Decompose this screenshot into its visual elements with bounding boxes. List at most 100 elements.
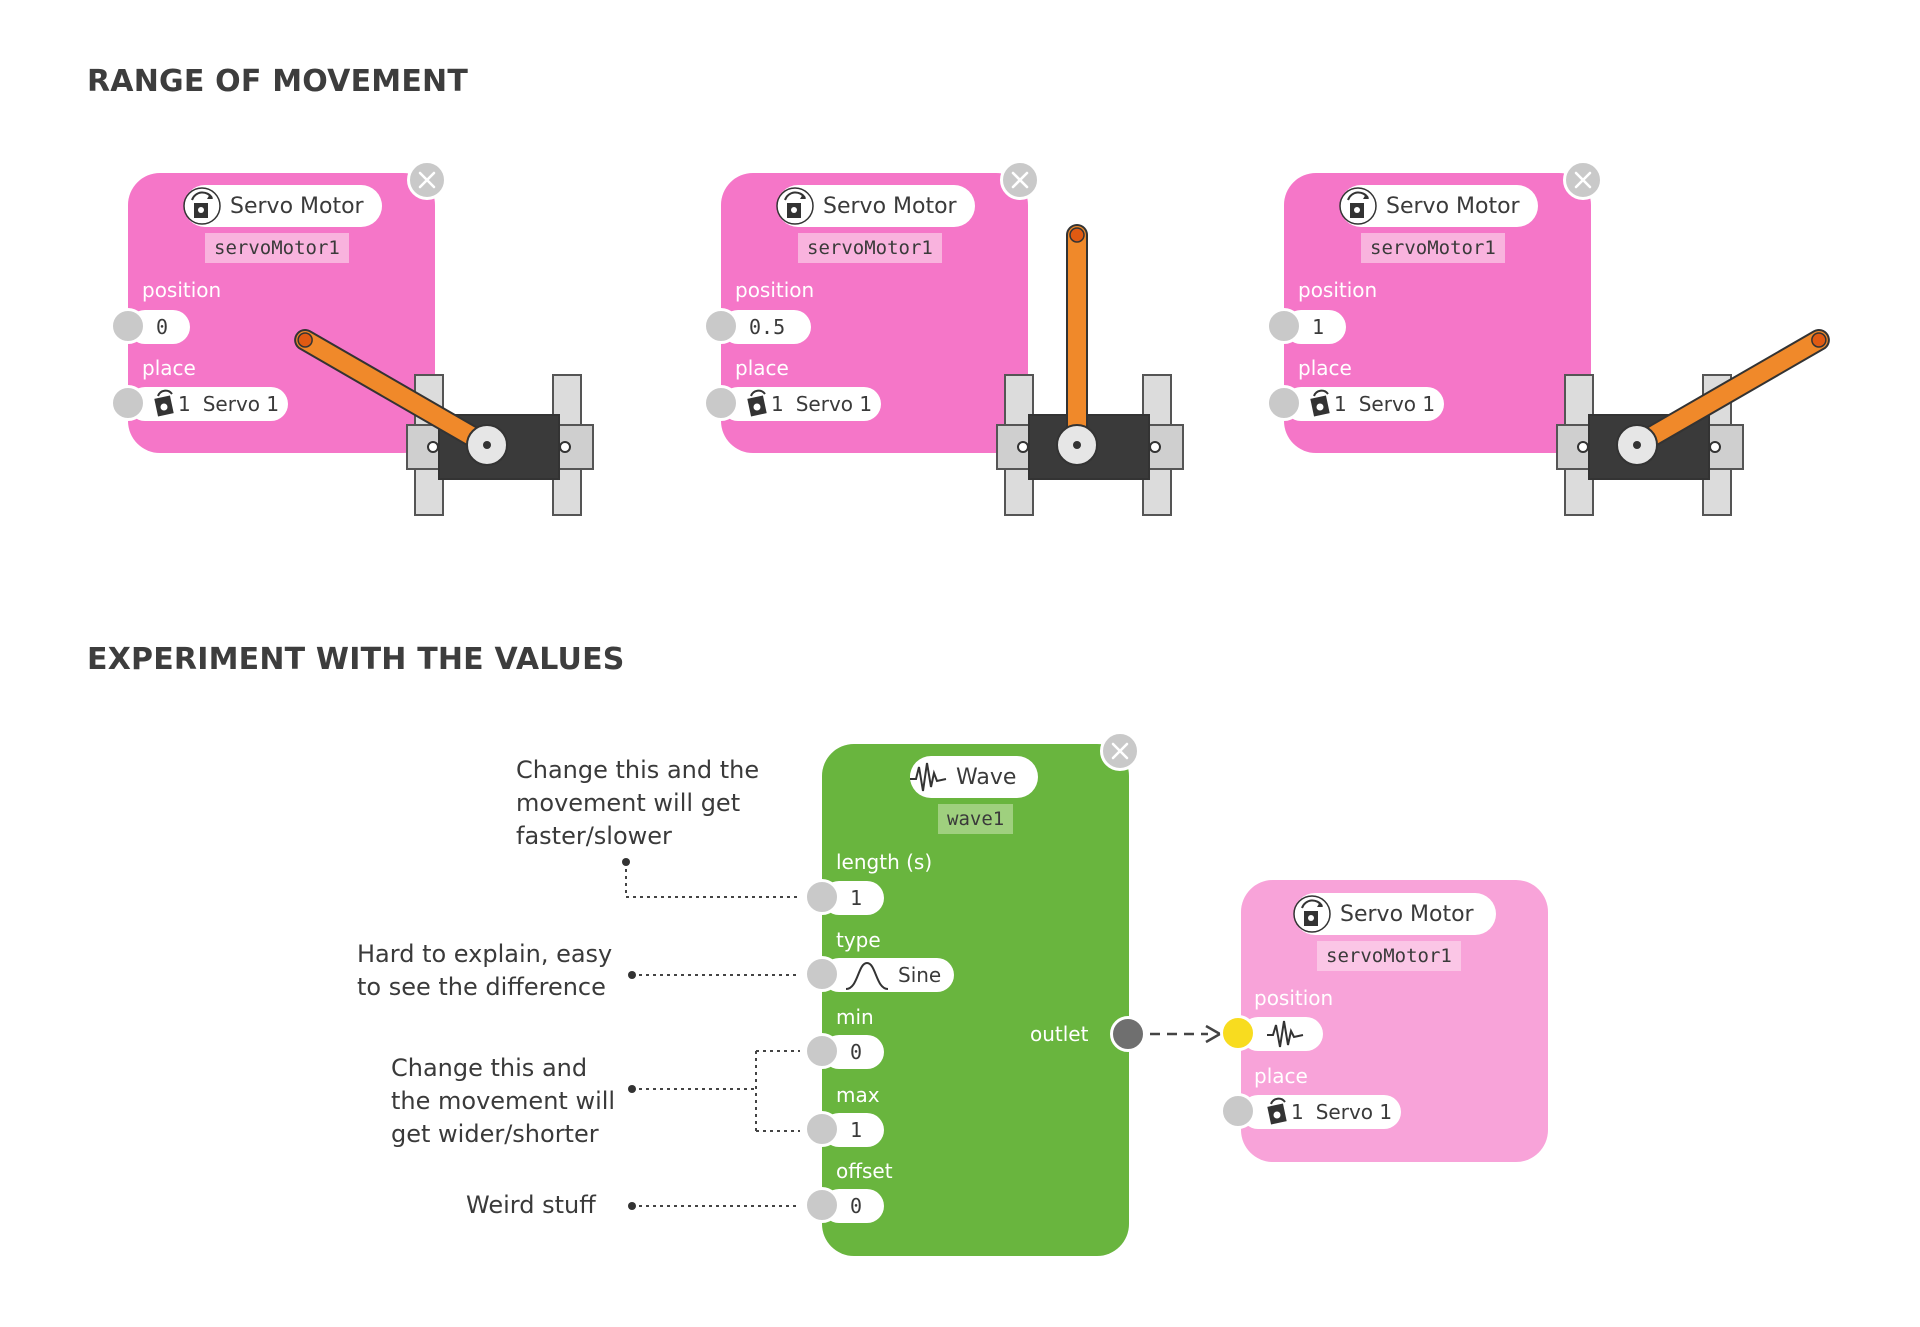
position-label: position [142,278,222,302]
place-inlet-port[interactable] [1220,1093,1256,1129]
annotation-offset: Weird stuff [466,1191,596,1219]
connector-dot [628,971,636,979]
place-input[interactable]: 1 Servo 1 [1284,387,1444,421]
block-title: Servo Motor [1386,193,1520,219]
position-value: 0.5 [749,315,786,339]
close-button[interactable] [1000,160,1040,200]
min-label: min [836,1005,874,1029]
place-inlet-port[interactable] [703,385,739,421]
block-header[interactable]: Servo Motor [183,185,382,227]
position-label: position [1298,278,1378,302]
place-value: Servo 1 [795,392,873,416]
offset-label: offset [836,1159,893,1183]
connector-dot [628,1202,636,1210]
close-icon [1574,171,1592,189]
position-inlet-port[interactable] [110,308,146,344]
length-value: 1 [850,886,863,910]
servo-place-icon [745,389,771,419]
block-title: Servo Motor [1340,901,1474,927]
servo-arm-tip [1069,227,1085,243]
wave-icon [1267,1017,1311,1051]
servo-place-icon [1265,1097,1291,1127]
place-index: 1 [771,392,784,416]
min-value: 0 [850,1040,863,1064]
servo-place-icon [1308,389,1334,419]
type-label: type [836,928,881,952]
place-label: place [1254,1064,1308,1088]
position-inlet-port[interactable] [703,308,739,344]
connector-dot [622,858,630,866]
block-title: Servo Motor [230,193,364,219]
sine-curve-icon [844,959,890,991]
servo-arm [296,331,496,454]
servo-motor-icon [773,184,817,228]
servo-motor-icon [1336,184,1380,228]
place-index: 1 [178,392,191,416]
min-inlet-port[interactable] [804,1033,840,1069]
servo-body [406,374,594,516]
servo-arm [1628,331,1828,454]
place-value: Servo 1 [1358,392,1436,416]
block-name-tag: wave1 [938,804,1014,834]
servo-hub-center [1633,441,1641,449]
wave-icon [906,755,950,799]
servo-illustration [1556,329,1830,516]
type-value: Sine [898,963,942,987]
outlet-label: outlet [1030,1022,1089,1046]
length-label: length (s) [836,850,933,874]
max-inlet-port[interactable] [804,1111,840,1147]
section-title-range: RANGE OF MOVEMENT [87,64,469,99]
close-button[interactable] [1100,731,1140,771]
max-value: 1 [850,1118,863,1142]
wave-to-servo-link [1150,1024,1223,1044]
block-name-tag: servoMotor1 [1361,233,1505,263]
connector-minmax [632,1050,800,1132]
outlet-port[interactable] [1110,1016,1146,1052]
position-value: 1 [1312,315,1325,339]
position-label: position [1254,986,1334,1010]
position-inlet-port[interactable] [1266,308,1302,344]
position-value: 0 [156,315,169,339]
offset-inlet-port[interactable] [804,1187,840,1223]
servo-illustration [294,329,594,516]
close-icon [418,171,436,189]
close-button[interactable] [1563,160,1603,200]
block-name-tag: servoMotor1 [205,233,349,263]
block-header[interactable]: Wave [910,756,1038,798]
block-name-tag: servoMotor1 [1317,941,1461,971]
max-label: max [836,1083,880,1107]
servo-motor-icon [1290,892,1334,936]
close-button[interactable] [407,160,447,200]
block-name-tag: servoMotor1 [798,233,942,263]
place-index: 1 [1334,392,1347,416]
type-select[interactable]: Sine [822,958,954,992]
type-inlet-port[interactable] [804,956,840,992]
servo-hub-center [1073,441,1081,449]
position-inlet-port[interactable] [1220,1015,1256,1051]
servo-arm-tip [297,332,313,348]
block-header[interactable]: Servo Motor [1339,185,1538,227]
place-index: 1 [1291,1100,1304,1124]
section-title-experiment: EXPERIMENT WITH THE VALUES [87,642,625,677]
servo-hub-center [483,441,491,449]
place-input[interactable]: 1 Servo 1 [1241,1095,1401,1129]
place-label: place [735,356,789,380]
connector-length [625,862,800,898]
close-icon [1011,171,1029,189]
block-header[interactable]: Servo Motor [776,185,975,227]
place-label: place [1298,356,1352,380]
block-header[interactable]: Servo Motor [1293,893,1496,935]
place-inlet-port[interactable] [1266,385,1302,421]
place-inlet-port[interactable] [110,385,146,421]
servo-arm-tip [1811,332,1827,348]
position-label: position [735,278,815,302]
servo-motor-icon [180,184,224,228]
place-input[interactable]: 1 Servo 1 [721,387,881,421]
place-input[interactable]: 1 Servo 1 [128,387,288,421]
offset-value: 0 [850,1194,863,1218]
length-inlet-port[interactable] [804,879,840,915]
